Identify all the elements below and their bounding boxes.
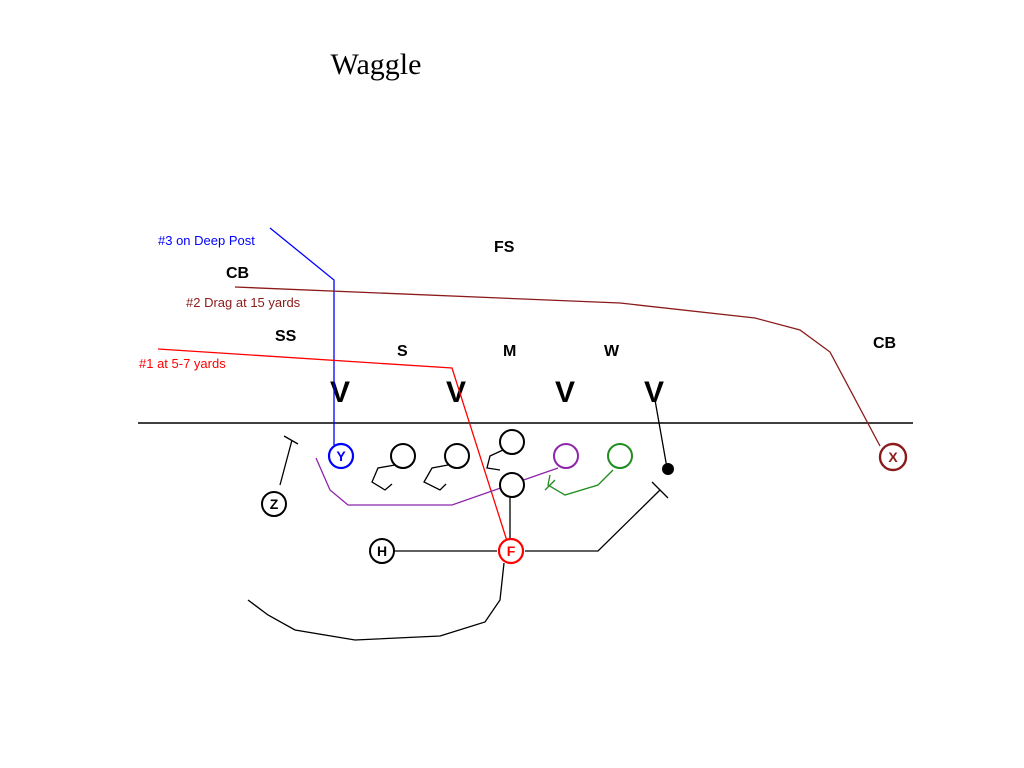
player-y: Y	[327, 442, 355, 470]
annotation-first: #1 at 5-7 yards	[139, 356, 226, 371]
defender-v-4: V	[644, 376, 664, 409]
player-h-label: H	[377, 543, 387, 559]
line-f-right	[525, 481, 669, 552]
player-f-label: F	[507, 543, 516, 559]
defender-v-3: V	[555, 376, 575, 409]
block-guard-2	[423, 464, 449, 491]
route-drag	[234, 286, 881, 447]
label-fs: FS	[494, 239, 515, 256]
route-deep-post	[269, 227, 335, 445]
label-cb-right: CB	[873, 335, 896, 352]
label-ss: SS	[275, 328, 297, 345]
player-guard-right	[553, 443, 579, 469]
player-f: F	[497, 537, 525, 565]
player-x: X	[878, 442, 908, 472]
label-m: M	[503, 343, 516, 360]
route-purple	[315, 457, 559, 506]
player-z-label: Z	[270, 496, 279, 512]
player-tackle-left	[444, 443, 470, 469]
diagram-title: Waggle	[330, 48, 422, 81]
player-h: H	[369, 538, 395, 564]
player-tackle-right	[607, 443, 633, 469]
block-tackle-right	[654, 399, 668, 469]
annotation-deep-post: #3 on Deep Post	[158, 233, 255, 248]
defender-v-2: V	[446, 376, 466, 409]
player-z: Z	[261, 491, 287, 517]
player-te-dot	[662, 463, 674, 475]
route-fake	[247, 562, 505, 641]
block-guard-1	[371, 464, 396, 491]
player-x-label: X	[888, 449, 898, 465]
block-z	[279, 435, 299, 486]
label-w: W	[604, 343, 620, 360]
player-qb	[499, 472, 525, 498]
label-cb-left: CB	[226, 265, 249, 282]
label-s: S	[397, 343, 408, 360]
player-center	[499, 429, 525, 455]
player-y-label: Y	[336, 448, 346, 464]
defender-v-1: V	[330, 376, 350, 409]
player-guard-left	[390, 443, 416, 469]
route-first	[157, 348, 508, 542]
block-center	[486, 449, 504, 471]
route-green	[544, 469, 614, 496]
annotation-drag: #2 Drag at 15 yards	[186, 295, 301, 310]
